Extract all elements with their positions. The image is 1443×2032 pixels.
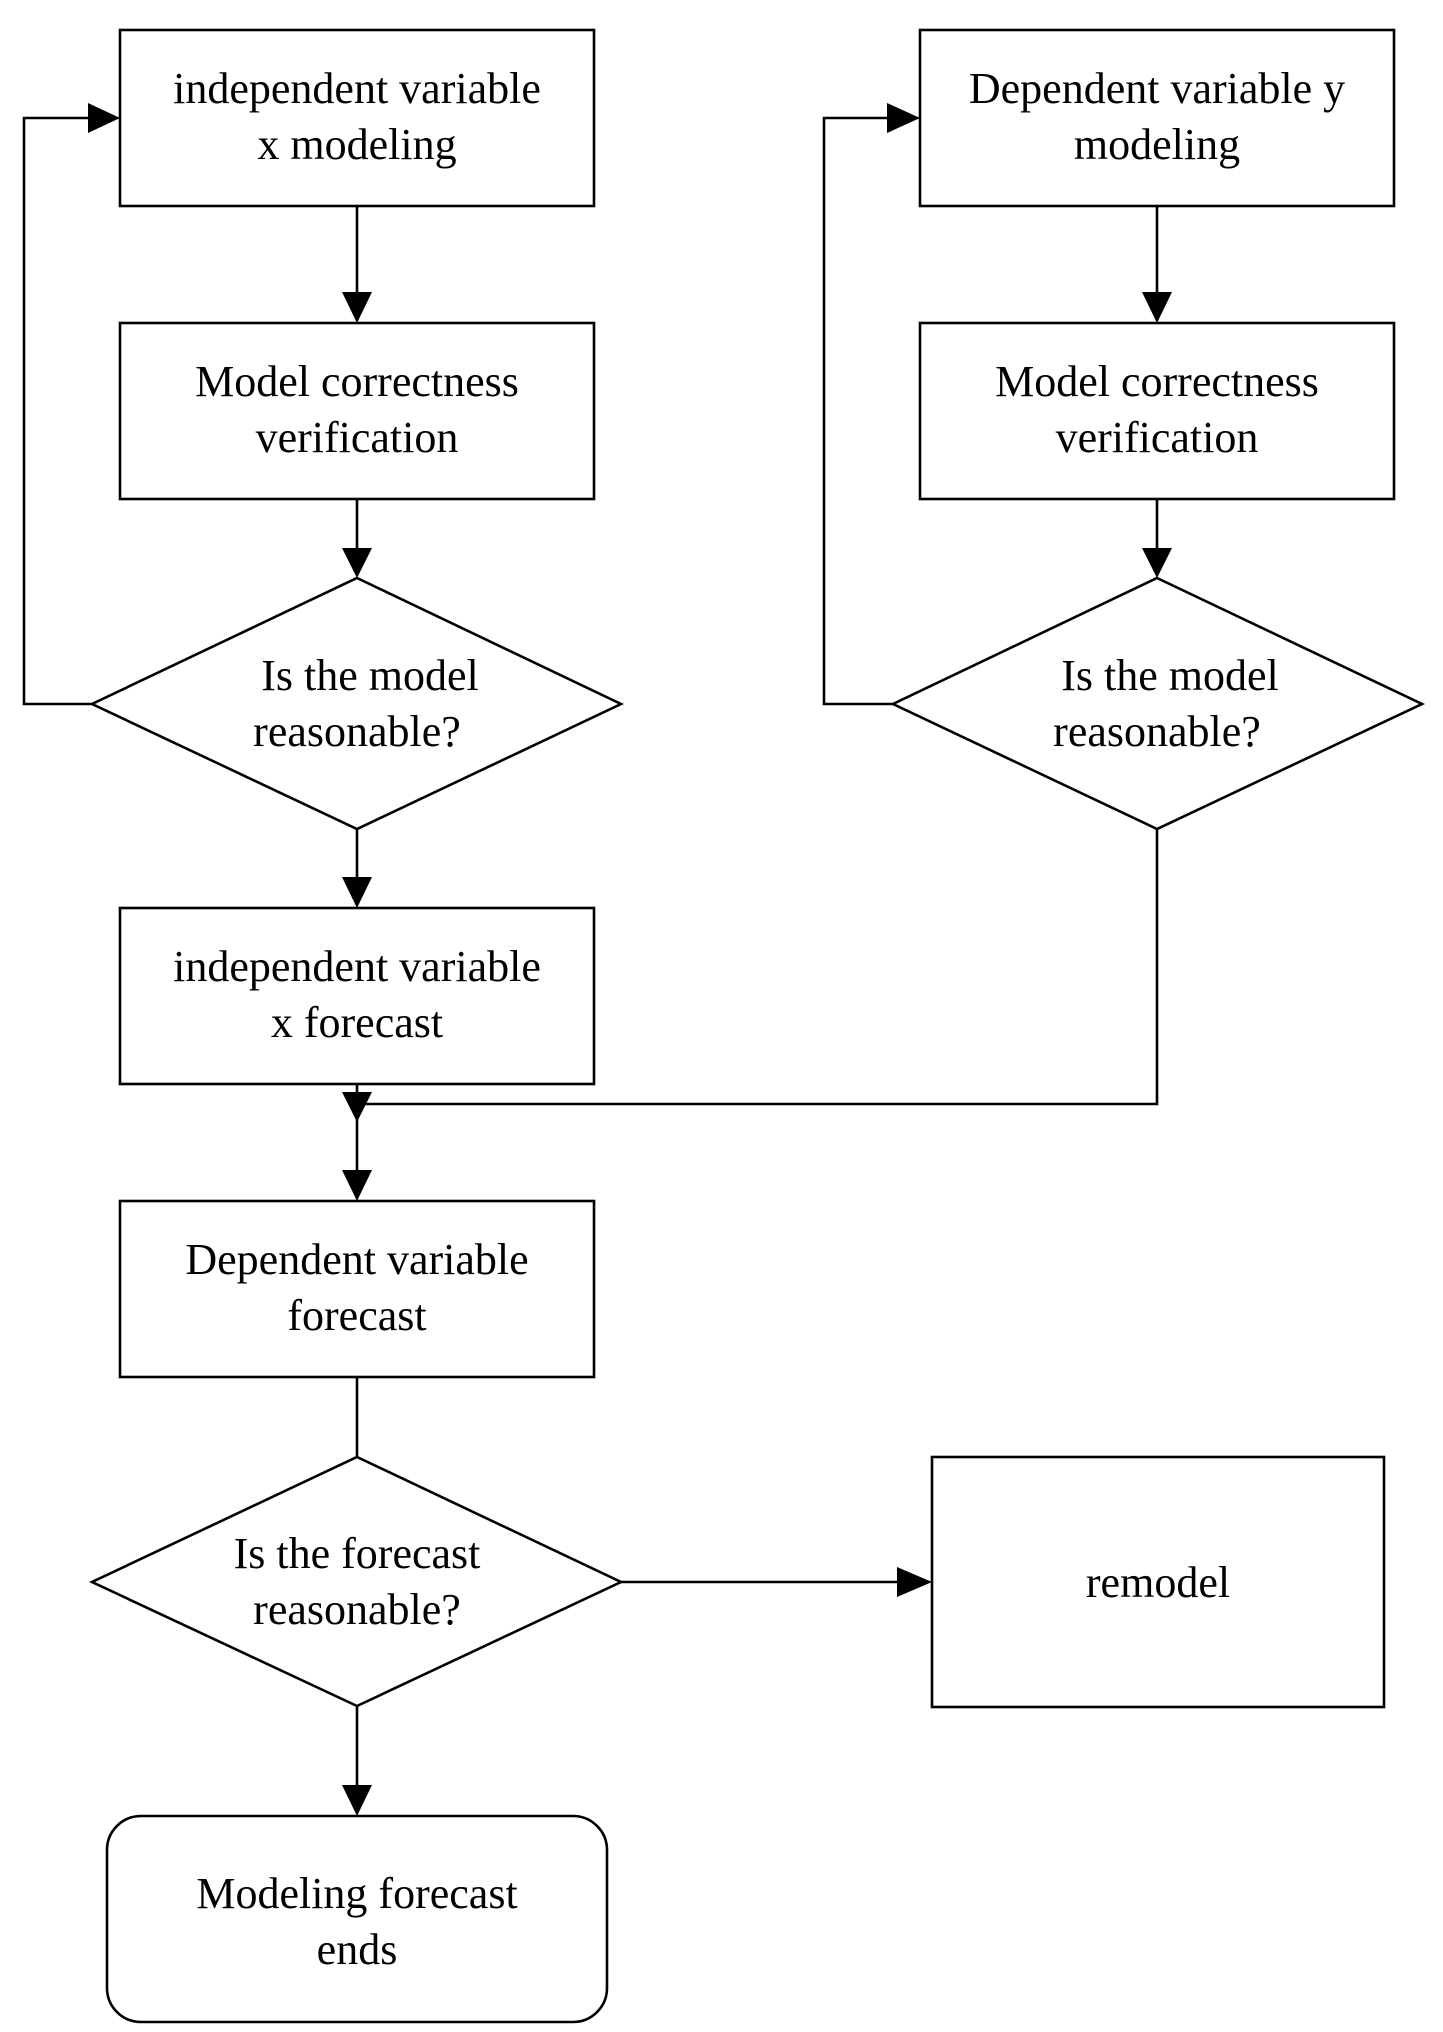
decision-diamond — [889, 576, 1426, 831]
node-label-line2: modeling — [1074, 120, 1240, 169]
node-y-verification: Model correctness verification — [918, 321, 1396, 501]
arrowhead-down — [342, 1170, 372, 1201]
node-y-modeling: Dependent variable y modeling — [918, 28, 1396, 208]
edge-y-decision-loop-back — [822, 116, 893, 706]
process-box — [118, 906, 596, 1086]
process-box — [930, 1455, 1386, 1709]
node-label-line1: Dependent variable y — [969, 64, 1345, 113]
process-box — [118, 1199, 596, 1379]
arrowhead-down — [342, 1785, 372, 1816]
arrowhead-right — [88, 103, 120, 133]
node-label-line1: Dependent variable — [185, 1235, 528, 1284]
node-end-terminal: Modeling forecast ends — [105, 1814, 609, 2024]
node-label-line1: Model correctness — [995, 357, 1319, 406]
decision-diamond — [88, 1455, 625, 1708]
arrowhead-right — [897, 1567, 932, 1597]
node-label-line1: Model correctness — [195, 357, 519, 406]
process-box — [118, 321, 596, 501]
node-x-modeling: independent variable x modeling — [118, 28, 596, 208]
arrowhead-down — [342, 548, 372, 578]
node-x-forecast: independent variable x forecast — [118, 906, 596, 1086]
decision-diamond — [88, 576, 625, 831]
node-label-line1: Is the model — [1061, 651, 1279, 700]
node-y-reasonable-decision: Is the model reasonable? — [889, 576, 1426, 831]
arrowhead-down — [342, 877, 372, 908]
edge-y-decision-to-junction — [357, 829, 1159, 1106]
node-x-verification: Model correctness verification — [118, 321, 596, 501]
node-label-line2: verification — [1056, 413, 1259, 462]
node-label-line1: Is the forecast — [234, 1529, 481, 1578]
arrowhead-down — [342, 292, 372, 323]
process-box — [118, 28, 596, 208]
node-label-line1: Is the model — [261, 651, 479, 700]
connectors — [22, 103, 1172, 1816]
node-label-line1: Modeling forecast — [196, 1869, 517, 1918]
arrowhead-down — [1142, 292, 1172, 323]
edge-x-decision-loop-back — [22, 116, 92, 706]
node-label-line2: reasonable? — [1053, 707, 1261, 756]
node-label-line2: reasonable? — [253, 707, 461, 756]
node-x-reasonable-decision: Is the model reasonable? — [88, 576, 625, 831]
node-label-line2: verification — [256, 413, 459, 462]
node-label: remodel — [1086, 1558, 1230, 1607]
node-label-line2: forecast — [287, 1291, 426, 1340]
node-label-line2: x forecast — [271, 998, 443, 1047]
node-label-line1: independent variable — [173, 942, 541, 991]
process-box — [918, 321, 1396, 501]
node-remodel: remodel — [930, 1455, 1386, 1709]
arrowhead-right — [887, 103, 920, 133]
process-box — [918, 28, 1396, 208]
node-label-line1: independent variable — [173, 64, 541, 113]
node-label-line2: ends — [317, 1925, 398, 1974]
arrowhead-down — [1142, 548, 1172, 578]
terminal-rounded-box — [105, 1814, 609, 2024]
node-label-line2: x modeling — [257, 120, 456, 169]
node-forecast-reasonable-decision: Is the forecast reasonable? — [88, 1455, 625, 1708]
node-dependent-forecast: Dependent variable forecast — [118, 1199, 596, 1379]
node-label-line2: reasonable? — [253, 1585, 461, 1634]
